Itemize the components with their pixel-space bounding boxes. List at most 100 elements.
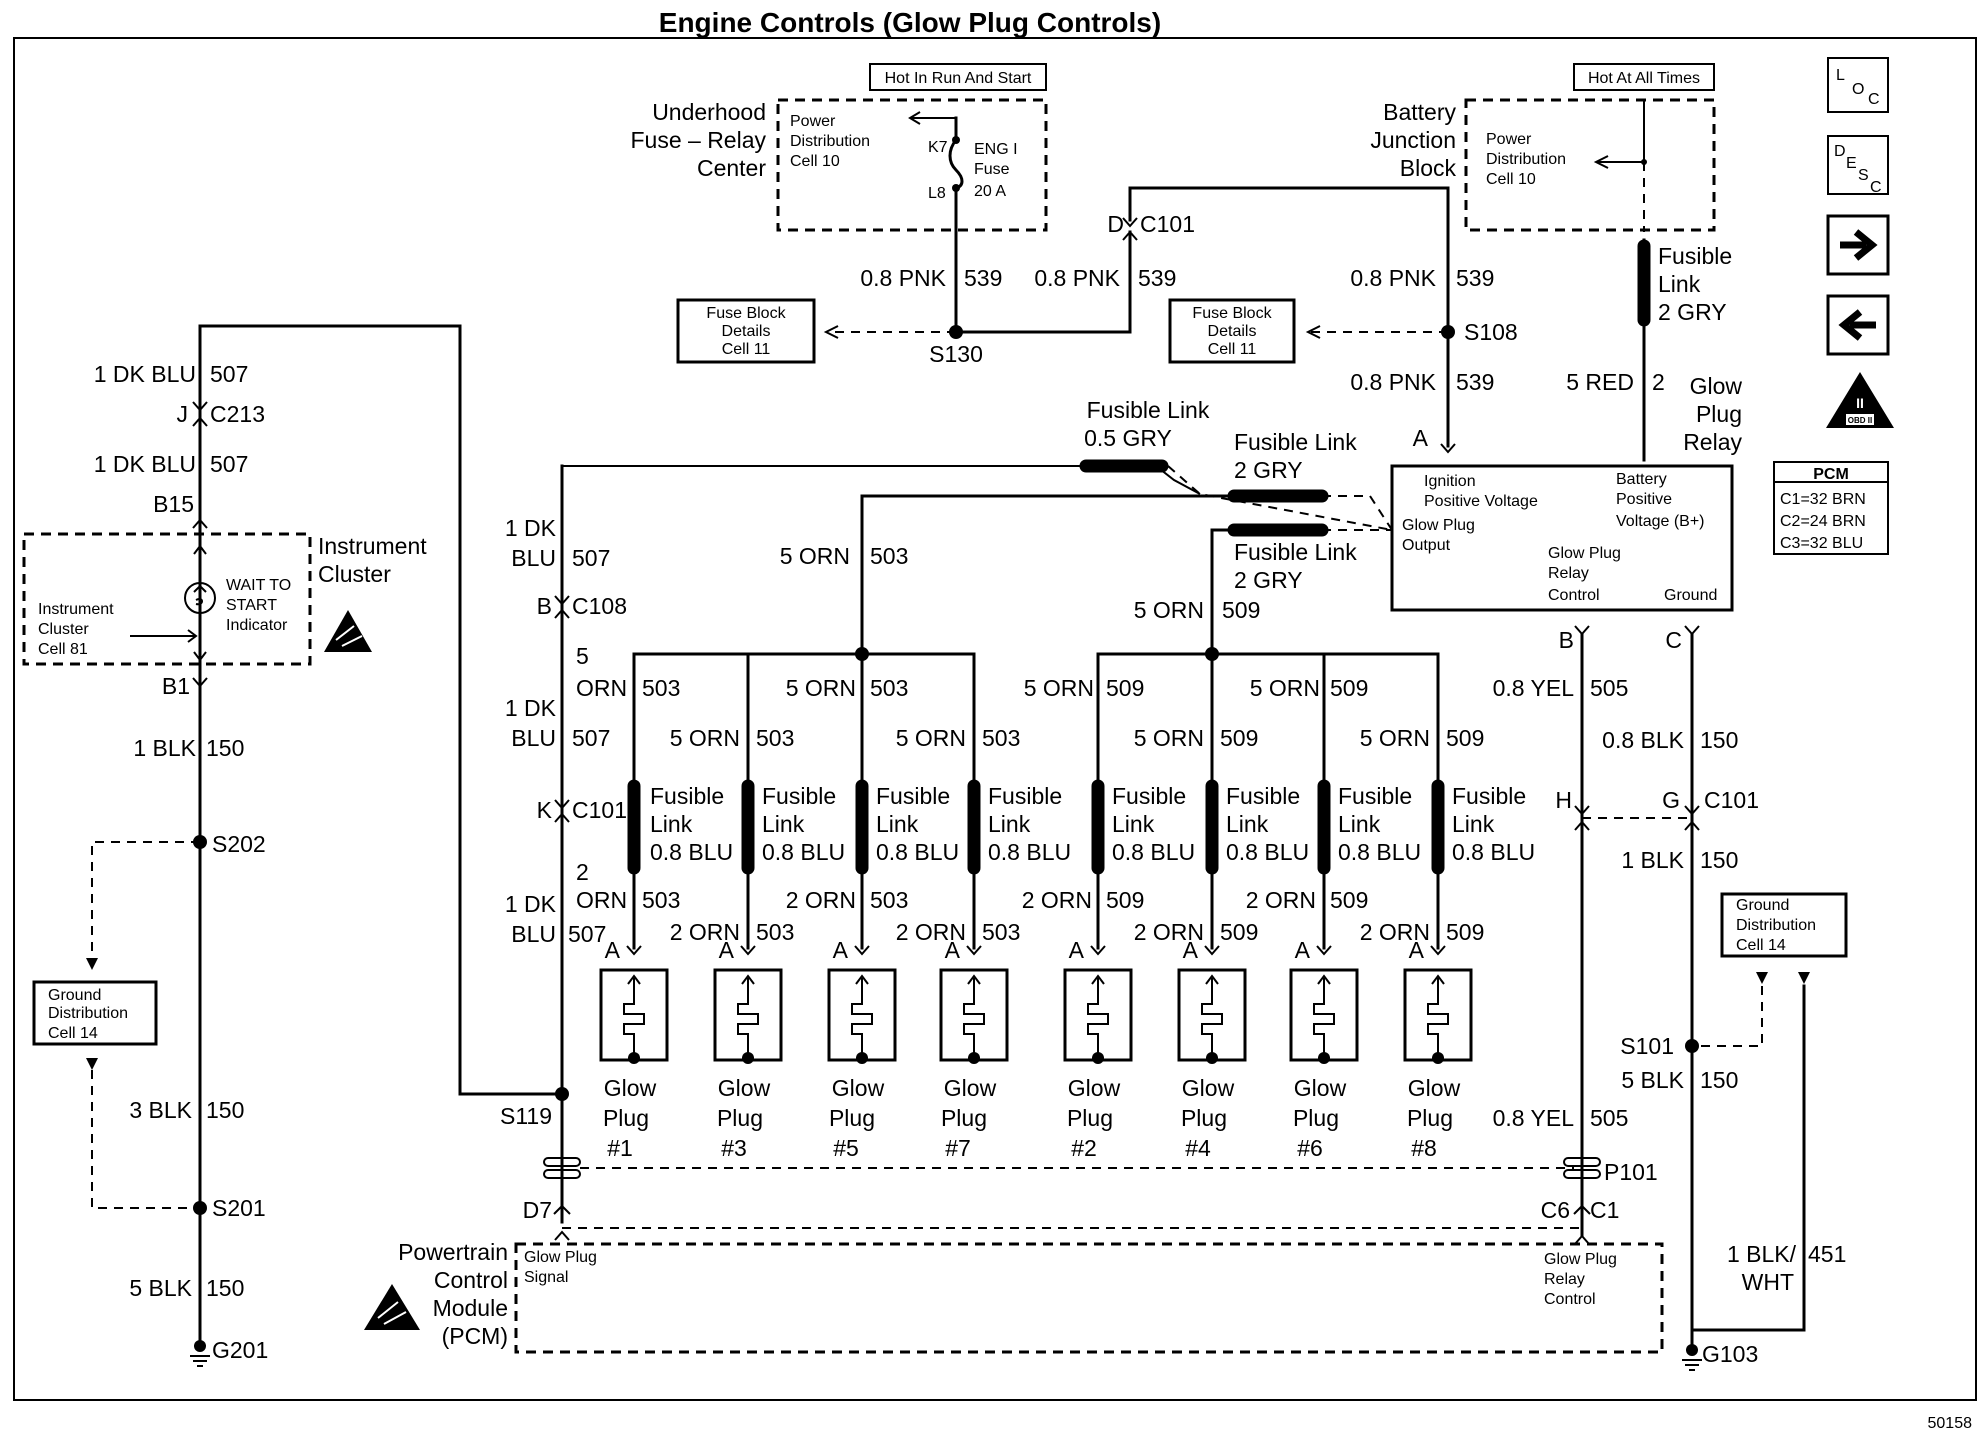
- pcm-glow-plug-signal-label: Glow Plug: [524, 1249, 597, 1266]
- svg-text:#6: #6: [1297, 1135, 1323, 1161]
- svg-text:Glow Plug: Glow Plug: [1548, 545, 1621, 562]
- svg-text:II: II: [1856, 395, 1864, 411]
- fuse-block-details-right[interactable]: [1168, 298, 1296, 364]
- relay-label-2: Plug: [1696, 401, 1742, 427]
- svg-text:2 ORN: 2 ORN: [1134, 919, 1204, 945]
- circuit-150-label: 150: [206, 1097, 244, 1123]
- svg-text:2 ORN: 2 ORN: [786, 887, 856, 913]
- svg-text:0.8 BLU: 0.8 BLU: [650, 839, 733, 865]
- fusible-link-plug-7: Fusible Link 0.8 BLU: [967, 779, 1071, 875]
- underhood-label-1: Underhood: [652, 99, 766, 125]
- wire-color-label: 5 BLK: [129, 1275, 192, 1301]
- pin-d7-label: D7: [523, 1197, 552, 1223]
- splice-s201-label: S201: [212, 1195, 266, 1221]
- svg-text:Glow: Glow: [1182, 1075, 1235, 1101]
- svg-text:509: 509: [1220, 725, 1258, 751]
- pin-h-label: H: [1555, 787, 1572, 813]
- fusible-link-label: Fusible: [1658, 243, 1732, 269]
- glow-plug-2: A Glow Plug #2: [1063, 937, 1133, 1161]
- wire-color-label: 5 ORN: [1134, 597, 1204, 623]
- svg-text:507: 507: [572, 545, 610, 571]
- ground-g201-label: G201: [212, 1337, 268, 1363]
- svg-text:5 ORN: 5 ORN: [786, 675, 856, 701]
- ground-g103-icon: [1682, 1344, 1702, 1371]
- svg-text:BLU: BLU: [511, 725, 556, 751]
- pin-c6-label: C6: [1541, 1197, 1570, 1223]
- fusible-link-label: 2 GRY: [1234, 457, 1303, 483]
- circuit-509-label: 509: [1222, 597, 1260, 623]
- glow-plug-3: A Glow Plug #3: [713, 937, 783, 1161]
- svg-text:Fusible: Fusible: [650, 783, 724, 809]
- svg-text:Glow Plug: Glow Plug: [1402, 517, 1475, 534]
- svg-text:Cell 11: Cell 11: [1208, 341, 1257, 358]
- circuit-2-label: 2: [1652, 369, 1665, 395]
- svg-text:5 ORN: 5 ORN: [1360, 725, 1430, 751]
- glow-plug-6: A Glow Plug #6: [1289, 937, 1359, 1161]
- svg-text:Fusible: Fusible: [1112, 783, 1186, 809]
- svg-text:Details: Details: [1208, 323, 1257, 340]
- connector-c101-label: C101: [1140, 211, 1195, 237]
- svg-text:Fusible: Fusible: [1338, 783, 1412, 809]
- svg-text:503: 503: [982, 919, 1020, 945]
- location-icon[interactable]: LOC: [1827, 57, 1889, 113]
- circuit-150-label: 150: [1700, 847, 1738, 873]
- underhood-box-line1: Power: [790, 113, 836, 130]
- wire-color-label: 0.8 PNK: [1350, 369, 1436, 395]
- svg-text:Link: Link: [1452, 811, 1495, 837]
- svg-text:C1=32 BRN: C1=32 BRN: [1780, 491, 1866, 508]
- svg-text:PCM: PCM: [1813, 466, 1849, 483]
- svg-text:#3: #3: [721, 1135, 747, 1161]
- power-arrow-icon: [908, 111, 956, 125]
- svg-text:Link: Link: [1338, 811, 1381, 837]
- pin-b15-label: B15: [153, 491, 194, 517]
- pin-d-label: D: [1107, 211, 1124, 237]
- svg-text:Fusible: Fusible: [1226, 783, 1300, 809]
- wire-color-label: 5 ORN: [780, 543, 850, 569]
- svg-text:Output: Output: [1402, 537, 1451, 554]
- battery-box-line2: Distribution: [1486, 151, 1566, 168]
- ground-distribution-left[interactable]: [32, 980, 158, 1046]
- glow-plug-8: A Glow Plug #8: [1403, 937, 1473, 1161]
- svg-text:503: 503: [642, 887, 680, 913]
- pcm-label-3: Module: [433, 1295, 508, 1321]
- circuit-150-label: 150: [206, 1275, 244, 1301]
- fusible-link-plug-6: Fusible Link 0.8 BLU: [1317, 779, 1421, 875]
- pin-g-label: G: [1662, 787, 1680, 813]
- ground-distribution-right[interactable]: [1720, 892, 1848, 958]
- arrow-left-icon[interactable]: [1826, 294, 1890, 356]
- arrow-right-icon[interactable]: [1826, 214, 1890, 276]
- wire-color-label: 3 BLK: [129, 1097, 192, 1123]
- connector-c101-label: C101: [1704, 787, 1759, 813]
- fusible-link-label: Link: [1658, 271, 1701, 297]
- connector-p101-label: P101: [1604, 1159, 1658, 1185]
- pcm-relay-control-label: Relay: [1544, 1271, 1585, 1288]
- svg-text:1 DK: 1 DK: [505, 695, 557, 721]
- battery-box-line3: Cell 10: [1486, 171, 1536, 188]
- svg-text:Ground: Ground: [1736, 897, 1789, 914]
- fusible-link-plug-1: Fusible Link 0.8 BLU: [627, 779, 733, 875]
- svg-text:2 ORN: 2 ORN: [1360, 919, 1430, 945]
- pin-a-label: A: [1413, 425, 1429, 451]
- svg-text:BLU: BLU: [511, 545, 556, 571]
- pin-b1-label: B1: [162, 673, 190, 699]
- fuse-block-details-left[interactable]: [676, 298, 816, 364]
- glow-plug-5: A Glow Plug #5: [827, 937, 897, 1161]
- svg-text:Hot At All Times: Hot At All Times: [1588, 70, 1700, 87]
- svg-text:Fusible: Fusible: [988, 783, 1062, 809]
- svg-text:0.8 BLU: 0.8 BLU: [876, 839, 959, 865]
- connector-c101-label: C101: [572, 797, 627, 823]
- svg-text:Glow: Glow: [944, 1075, 997, 1101]
- underhood-fuse-relay-center: [776, 98, 1048, 232]
- wire-color-label: 0.8 YEL: [1493, 675, 1575, 701]
- fuse-l8-label: L8: [928, 185, 946, 202]
- battery-box-line1: Power: [1486, 131, 1532, 148]
- wire-color-label: 1 DK BLU: [94, 361, 196, 387]
- glow-plug-4: A Glow Plug #4: [1177, 937, 1247, 1161]
- svg-text:S: S: [1858, 167, 1869, 184]
- svg-text:OBD II: OBD II: [1848, 416, 1872, 425]
- circuit-539-label: 539: [1456, 369, 1494, 395]
- svg-text:509: 509: [1330, 887, 1368, 913]
- underhood-label-2: Fuse – Relay: [630, 127, 766, 153]
- svg-text:A: A: [719, 937, 735, 963]
